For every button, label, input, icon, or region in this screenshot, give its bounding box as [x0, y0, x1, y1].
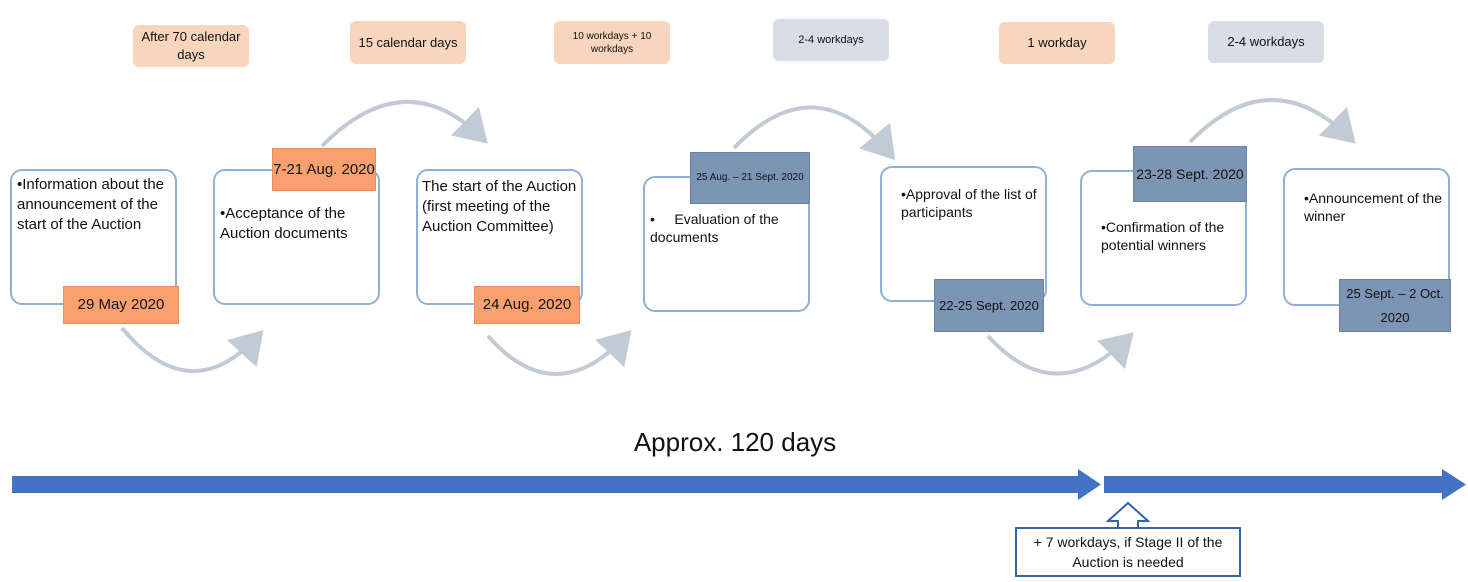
- curve-4-5: [732, 105, 896, 161]
- duration-label-3: 10 workdays + 10 workdays: [554, 21, 670, 64]
- timeline-arrow-extension: [1104, 469, 1466, 500]
- step-text-2: •Acceptance of the Auction documents: [220, 205, 348, 242]
- step-date-7: 25 Sept. – 2 Oct. 2020: [1339, 279, 1451, 332]
- duration-label-1: After 70 calendar days: [133, 25, 249, 67]
- stage-two-note: + 7 workdays, if Stage II of the Auction…: [1015, 527, 1241, 577]
- step-date-3: 24 Aug. 2020: [474, 286, 580, 324]
- curve-6-7: [1188, 98, 1356, 144]
- curve-2-3: [320, 99, 488, 148]
- step-box-3: [416, 169, 583, 305]
- step-box-1: [10, 169, 177, 305]
- duration-label-4: 2-4 workdays: [773, 19, 889, 61]
- curve-3-4: [486, 330, 632, 376]
- step-text-7: •Announcement of the winner: [1304, 190, 1443, 224]
- duration-label-2: 15 calendar days: [350, 21, 466, 64]
- step-text-6: •Confirmation of the potential winners: [1101, 219, 1225, 253]
- timeline-arrow-main: [12, 469, 1101, 500]
- step-text-3: The start of the Auction (first meeting …: [422, 178, 577, 235]
- up-arrow-icon: [1105, 501, 1151, 529]
- step-date-5: 22-25 Sept. 2020: [934, 279, 1044, 332]
- step-text-1: •Information about the announcement of t…: [17, 176, 165, 233]
- step-date-1: 29 May 2020: [63, 286, 179, 324]
- step-date-2: 7-21 Aug. 2020: [272, 148, 376, 191]
- step-date-4: 25 Aug. – 21 Sept. 2020: [690, 152, 810, 204]
- duration-label-5: 1 workday: [999, 22, 1115, 64]
- curve-5-6: [986, 332, 1134, 376]
- step-text-4: • Evaluation of the documents: [650, 211, 779, 245]
- total-duration-label: Approx. 120 days: [633, 427, 837, 457]
- duration-label-6: 2-4 workdays: [1208, 21, 1324, 63]
- step-date-6: 23-28 Sept. 2020: [1133, 146, 1247, 202]
- step-box-2: [213, 169, 380, 305]
- curve-1-2: [120, 326, 264, 373]
- step-text-5: •Approval of the list of participants: [901, 186, 1037, 220]
